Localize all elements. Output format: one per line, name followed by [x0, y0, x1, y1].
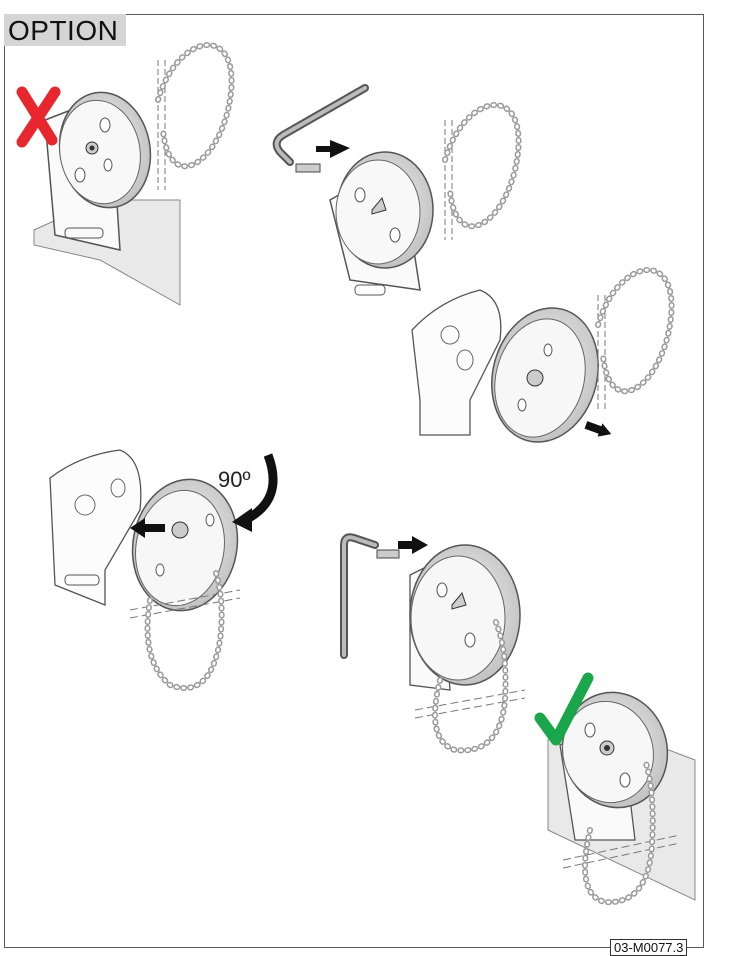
- document-code: 03-M0077.3: [610, 939, 688, 956]
- step-rotate-90: [49, 449, 278, 691]
- step-correct-mounting: [547, 691, 696, 906]
- page-frame: [4, 14, 704, 948]
- page-title: OPTION: [4, 14, 127, 46]
- rotation-label: 90º: [218, 467, 251, 492]
- red-cross-icon: [16, 86, 61, 148]
- step-detach-mechanism: [411, 270, 672, 443]
- step-reinsert-screw: [340, 533, 526, 754]
- step-wrong-mounting: [33, 45, 232, 306]
- step-remove-screw: [272, 84, 519, 296]
- green-check-icon: [534, 672, 594, 746]
